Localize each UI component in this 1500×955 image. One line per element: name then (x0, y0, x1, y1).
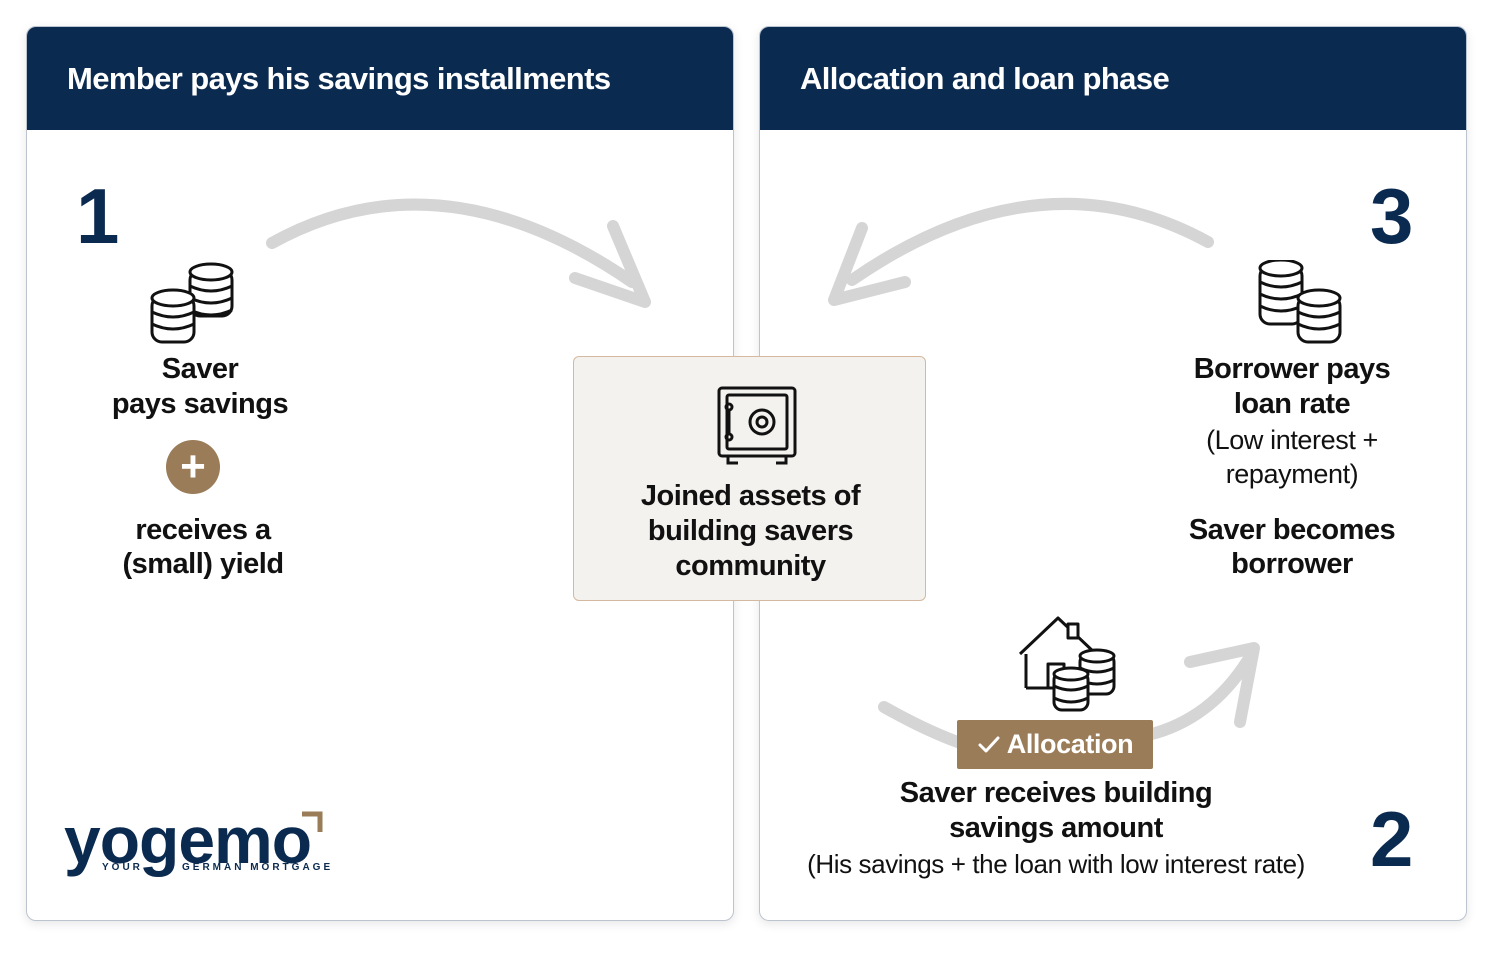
step-number-2: 2 (1370, 795, 1414, 883)
step2-text-his-savings: (His savings + the loan with low interes… (807, 849, 1305, 879)
step-number-3: 3 (1370, 172, 1414, 260)
step3-text-borrower: borrower (1231, 548, 1353, 580)
step-number-1: 1 (76, 172, 120, 260)
step2-text-saver-receives: Saver receives building (899, 777, 1213, 809)
step2-text-savings-amount: savings amount (949, 812, 1163, 844)
center-text-line2: building savers (647, 515, 854, 547)
center-text-line3: community (675, 550, 826, 582)
step3-text-low-interest: (Low interest + (1206, 425, 1378, 455)
step1-text-receives: receives a (135, 514, 271, 546)
plus-icon: + (166, 440, 220, 494)
joined-assets-box: Joined assets of building savers communi… (573, 356, 926, 601)
allocation-badge: Allocation (957, 720, 1153, 769)
step3-text-loan-rate: loan rate (1233, 388, 1351, 420)
panel-title-savings: Member pays his savings installments (27, 27, 733, 130)
logo-tag-german-mortgage: GERMAN MORTGAGE (182, 862, 334, 873)
coins-stack-icon (150, 262, 234, 344)
step1-text-pays-savings: pays savings (111, 388, 289, 420)
logo-corner-mark (302, 811, 323, 832)
step3-text-repayment: repayment) (1225, 459, 1359, 489)
safe-icon (717, 386, 797, 465)
logo-wordmark: yogemo (64, 803, 312, 877)
step1-text-saver: Saver (161, 353, 239, 385)
step1-text-yield: (small) yield (122, 548, 284, 580)
step3-text-saver-becomes: Saver becomes (1188, 514, 1396, 546)
logo-tag-your: YOUR (102, 862, 143, 873)
allocation-label: Allocation (1006, 729, 1134, 759)
panel-title-loan: Allocation and loan phase (760, 27, 1466, 130)
checkmark-icon (978, 736, 1000, 752)
house-coins-icon (1018, 616, 1116, 712)
step3-text-borrower-pays: Borrower pays (1193, 353, 1391, 385)
yogemo-logo: yogemo YOUR GERMAN MORTGAGE (64, 800, 334, 880)
center-text-line1: Joined assets of (640, 480, 861, 512)
coins-stack-icon (1258, 260, 1342, 344)
